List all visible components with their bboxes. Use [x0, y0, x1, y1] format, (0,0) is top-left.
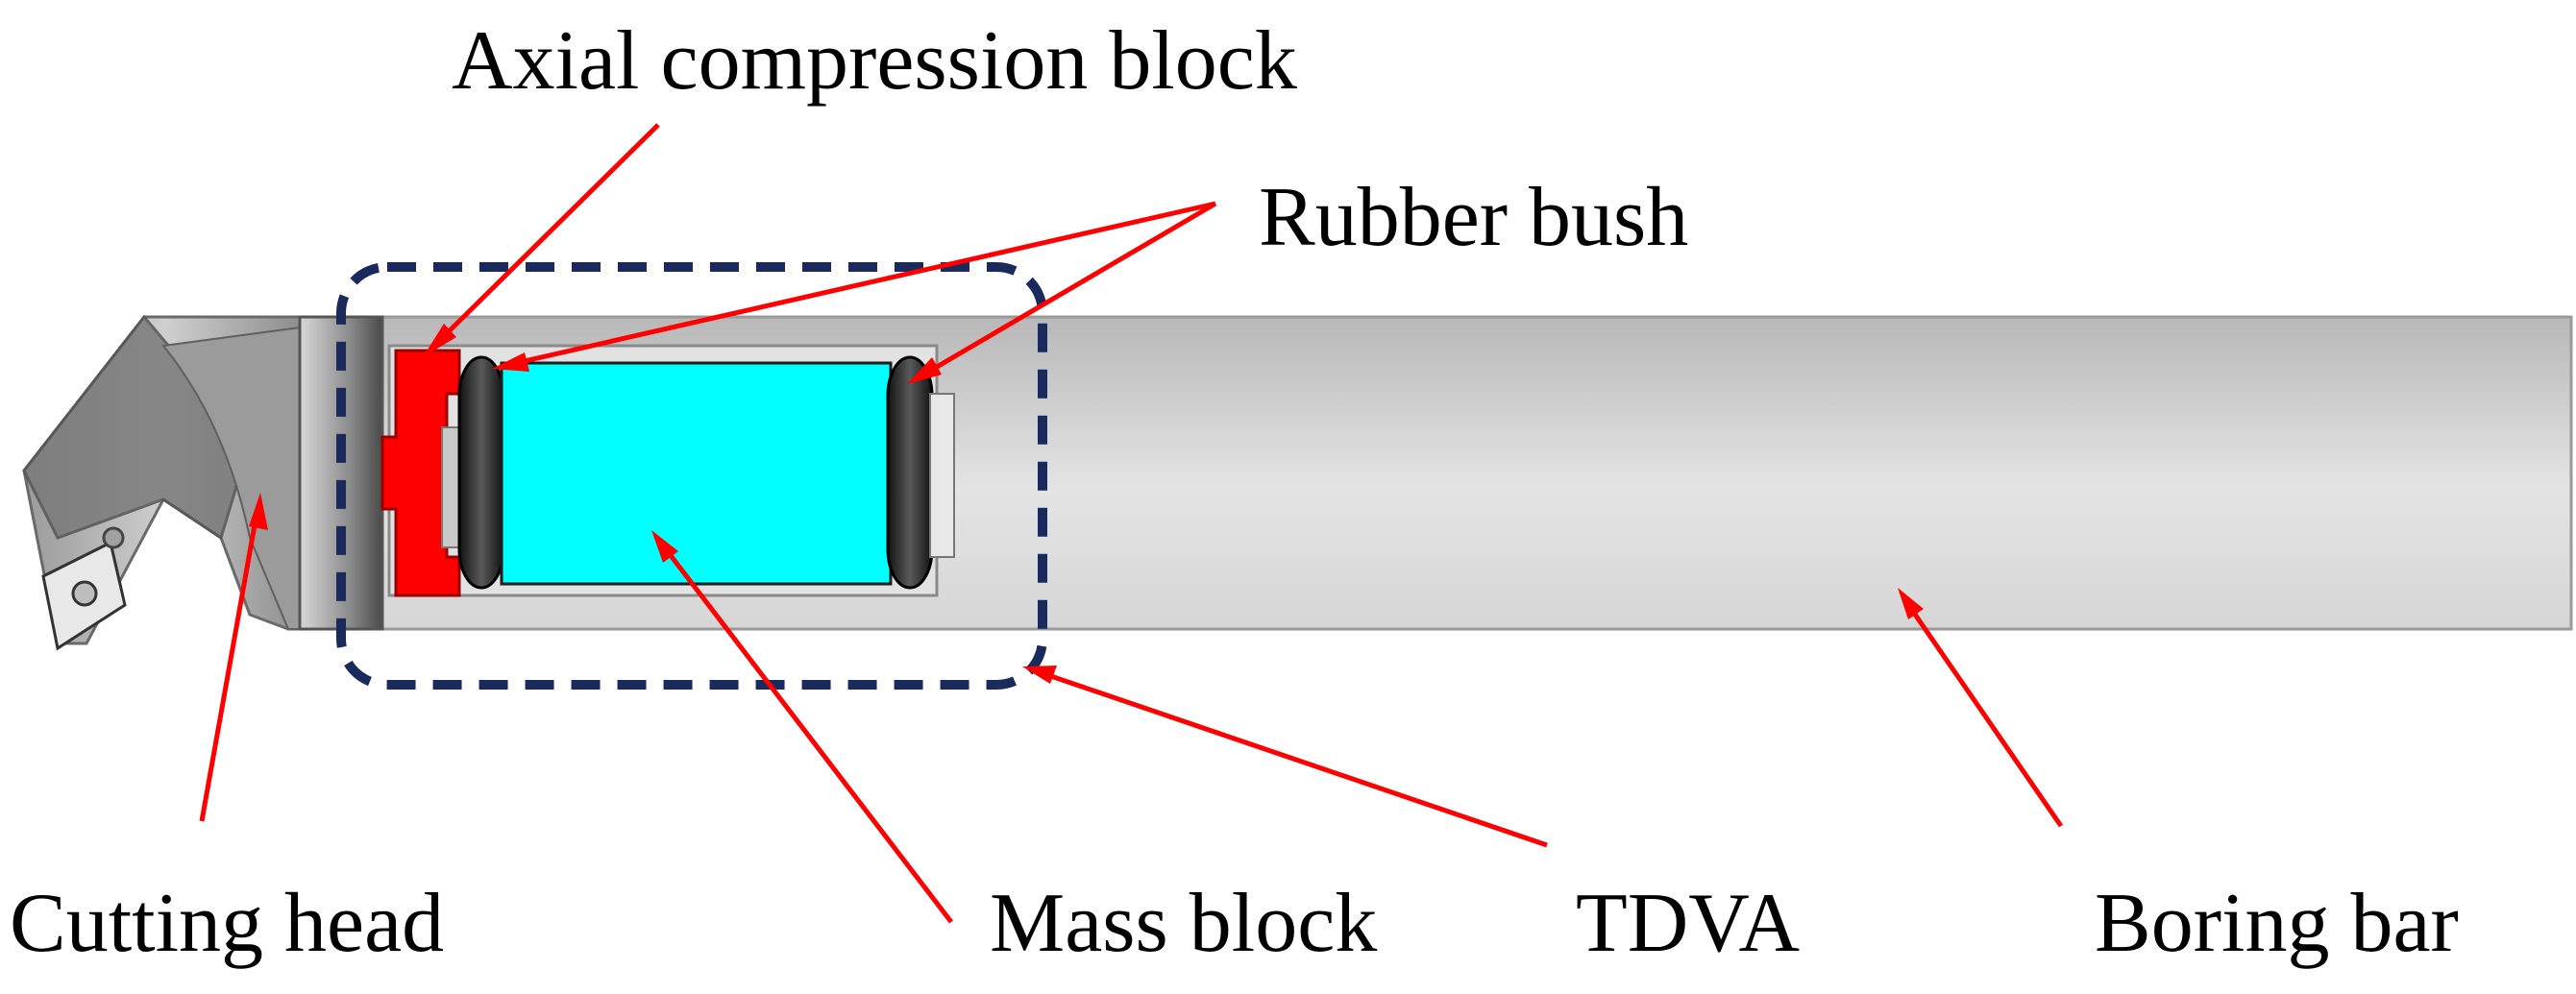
arrowhead-rubber-bush-right	[907, 357, 942, 384]
arrowhead-tdva	[1022, 666, 1057, 684]
rubber-bush-left	[457, 355, 505, 590]
arrow-boring-bar	[1904, 601, 2064, 828]
arrowhead-cutting-head	[249, 493, 268, 530]
mass-block	[500, 361, 893, 586]
tdva-dashed-outline	[336, 262, 1047, 690]
head-hole-icon	[102, 526, 125, 549]
arrow-cutting-head	[199, 508, 260, 822]
arrowhead-axial-compression	[423, 324, 456, 357]
label-axial-compression-block: Axial compression block	[452, 14, 1297, 108]
label-tdva: TDVA	[1576, 877, 1800, 970]
arrowhead-mass-block	[651, 530, 678, 563]
arrowhead-boring-bar	[1898, 588, 1924, 619]
arrow-tdva	[1039, 669, 1548, 848]
arrow-rubber-bush-left	[506, 201, 1216, 368]
rubber-bush-right	[886, 355, 934, 590]
label-boring-bar: Boring bar	[2095, 877, 2459, 970]
label-cutting-head: Cutting head	[10, 877, 444, 970]
arrow-group	[199, 123, 2064, 924]
arrow-mass-block	[661, 544, 953, 924]
arrow-rubber-bush-right	[919, 201, 1217, 379]
arrow-axial-compression	[432, 123, 660, 348]
label-mass-block: Mass block	[990, 877, 1377, 970]
cutting-head-groove	[161, 325, 308, 630]
label-rubber-bush: Rubber bush	[1259, 171, 1688, 264]
arrowhead-rubber-bush-left	[492, 352, 529, 372]
end-spacer	[929, 393, 955, 558]
insert-screw-icon	[71, 580, 98, 607]
